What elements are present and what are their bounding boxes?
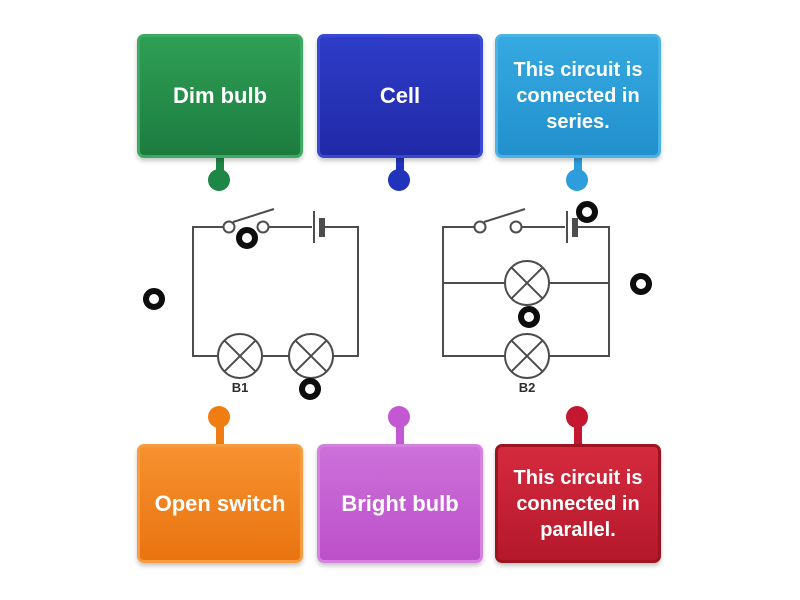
- pin-connector: [396, 414, 404, 448]
- pin-connector-head: [208, 169, 230, 191]
- label-card-text: This circuit is connected in parallel.: [513, 466, 643, 541]
- label-card-cell[interactable]: Cell: [317, 34, 483, 158]
- target-ring-circuit-b2[interactable]: [630, 273, 652, 295]
- switch-lever: [483, 208, 526, 223]
- label-card-text: This circuit is connected in series.: [513, 59, 643, 133]
- wire: [442, 226, 505, 357]
- pin-connector-head: [566, 169, 588, 191]
- label-card-dim-bulb[interactable]: Dim bulb: [137, 34, 303, 158]
- battery-label-b2: B2: [519, 380, 536, 395]
- pin-connector: [574, 414, 582, 448]
- switch-lever: [232, 208, 275, 223]
- switch-terminal: [473, 220, 487, 234]
- wire: [549, 226, 610, 357]
- label-card-series[interactable]: This circuit is connected in series.: [495, 34, 661, 158]
- switch-terminal: [509, 220, 523, 234]
- wire: [192, 226, 223, 357]
- circuit-b1-series: [192, 208, 359, 379]
- battery-label-b1: B1: [232, 380, 249, 395]
- target-ring-switch-b1[interactable]: [236, 227, 258, 249]
- label-card-text: Open switch: [154, 490, 286, 516]
- pin-connector: [216, 414, 224, 448]
- target-ring-bulb-b2[interactable]: [518, 306, 540, 328]
- pin-connector-head: [208, 406, 230, 428]
- pin-connector-head: [566, 406, 588, 428]
- circuit-b2-parallel: [442, 208, 610, 379]
- pin-connector-head: [388, 169, 410, 191]
- label-card-text: Cell: [379, 83, 421, 108]
- target-ring-circuit-b1[interactable]: [143, 288, 165, 310]
- wire: [325, 226, 359, 357]
- target-ring-bulb-b1[interactable]: [299, 378, 321, 400]
- label-card-text: Dim bulb: [172, 83, 268, 108]
- label-card-bright-bulb[interactable]: Bright bulb: [317, 444, 483, 563]
- switch-terminal: [222, 220, 236, 234]
- pin-connector-head: [388, 406, 410, 428]
- switch-terminal: [256, 220, 270, 234]
- target-ring-cell-b2[interactable]: [576, 201, 598, 223]
- label-card-text: Bright bulb: [341, 490, 459, 516]
- label-card-open-switch[interactable]: Open switch: [137, 444, 303, 563]
- label-card-parallel[interactable]: This circuit is connected in parallel.: [495, 444, 661, 563]
